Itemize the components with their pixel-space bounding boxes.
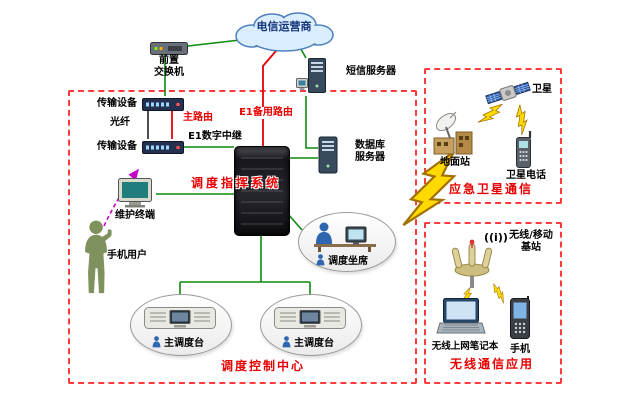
- ground-station-label: 地面站: [440, 157, 470, 168]
- cloud-icon: [235, 12, 334, 52]
- laptop-label: 无线上网笔记本: [431, 341, 499, 352]
- sms-server-label: 短信服务器: [346, 66, 396, 77]
- satellite-label: 卫星: [532, 84, 552, 95]
- mobile-phone-label: 手机: [510, 344, 530, 355]
- person-icon: [316, 253, 325, 265]
- satellite-phone-label: 卫星电话: [506, 170, 546, 181]
- e1-backup-route-label: E1备用路由: [228, 107, 304, 119]
- db-server-label: 数据库 服务器: [355, 140, 385, 163]
- main-route-label: 主路由: [183, 112, 213, 123]
- base-station-icon: [446, 238, 498, 296]
- mobile-phone-icon: [506, 296, 534, 346]
- db-server-icon: [318, 136, 338, 178]
- console-left-label: 主调度台: [164, 338, 204, 349]
- maintenance-terminal-label: 维护终端: [115, 210, 155, 221]
- maintenance-terminal-icon: [116, 178, 156, 212]
- fiber-label: 光纤: [110, 117, 130, 128]
- person-icon: [152, 335, 161, 347]
- transmission-bottom-label: 传输设备: [97, 141, 137, 152]
- dispatch-seat-labelrow: 调度坐席: [316, 252, 368, 267]
- wireless-title: 无线通信应用: [449, 357, 534, 371]
- console-right-label: 主调度台: [294, 338, 334, 349]
- mobile-user-figure: [80, 220, 118, 300]
- console-right-labelrow: 主调度台: [282, 334, 334, 349]
- e1-trunk-label: E1数字中继: [188, 131, 242, 142]
- sms-server-icon: [296, 58, 330, 100]
- mobile-user-label: 手机用户: [107, 250, 147, 261]
- mobile-user-dashed-link: [103, 168, 139, 227]
- satellite-phone-icon: [510, 130, 536, 174]
- console-left-labelrow: 主调度台: [152, 334, 204, 349]
- transmission-top-label: 传输设备: [97, 98, 137, 109]
- satcom-group-box: [424, 68, 562, 204]
- ground-station-icon: [428, 110, 480, 162]
- satcom-title: 应急卫星通信: [448, 182, 533, 196]
- dispatch-system-label: 调度指挥系统: [190, 176, 281, 190]
- dispatch-seat-label: 调度坐席: [328, 256, 368, 267]
- control-center-title: 调度控制中心: [220, 359, 305, 373]
- rack-slots: [241, 157, 283, 227]
- laptop-icon: [436, 298, 486, 342]
- transmission-top-icon: [142, 96, 184, 115]
- transmission-bottom-icon: [142, 139, 184, 158]
- front-switch-label: 前置 交换机: [154, 55, 184, 78]
- base-station-label: 无线/移动 基站: [509, 230, 553, 253]
- dispatch-seat-icon: [310, 220, 382, 256]
- wireless-group-box: [424, 222, 562, 384]
- dispatch-server-rack: [234, 146, 290, 236]
- satellite-icon: [484, 78, 532, 112]
- front-switch-icon: [150, 40, 188, 59]
- telecom-operator-label: 电信运营商: [256, 20, 312, 33]
- person-icon: [282, 335, 291, 347]
- control-center-group-box: [68, 90, 417, 384]
- console-right-icon: [274, 304, 346, 336]
- telecom-operator-cloud: [222, 10, 346, 54]
- radio-waves-icon: ((i)): [484, 231, 508, 244]
- console-left-icon: [144, 304, 216, 336]
